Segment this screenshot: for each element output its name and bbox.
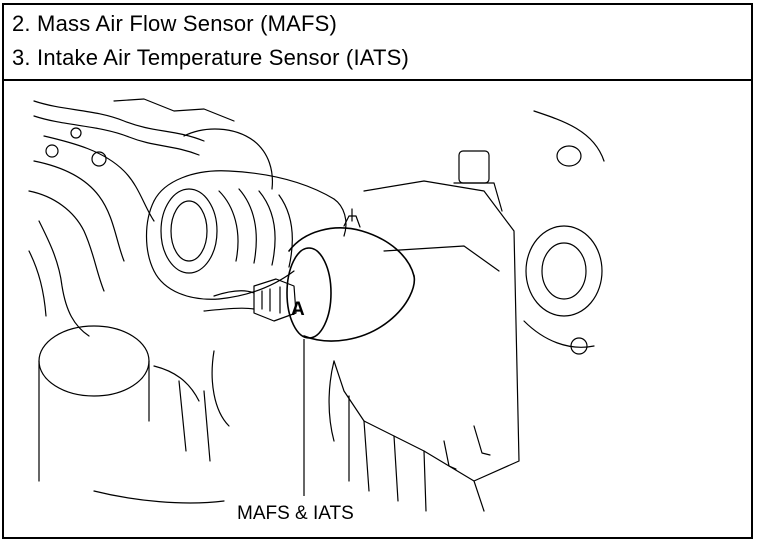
air-cleaner-rib (363, 420, 427, 512)
hose-line (533, 110, 605, 162)
bolt (570, 337, 588, 355)
engine-bay-diagram: A MAFS & IATS (4, 81, 751, 537)
hose-line (28, 250, 47, 317)
sensor-connector (253, 278, 297, 322)
hose-line (43, 135, 155, 222)
fitting (70, 127, 82, 139)
sensor-collar (288, 227, 415, 277)
air-cleaner-box (328, 360, 335, 442)
air-cleaner-clip (473, 425, 491, 456)
hose-line (33, 100, 205, 142)
intake-rib (258, 190, 276, 266)
bracket-line (178, 380, 211, 462)
intake-tube-edge (145, 200, 220, 300)
wire-harness (203, 307, 255, 312)
sensor-collar (303, 275, 416, 342)
reservoir-tank (38, 325, 150, 397)
lower-edge (93, 490, 225, 504)
intake-tube-edge (153, 170, 335, 202)
reservoir-body (453, 182, 503, 212)
hose-line (211, 350, 230, 427)
intake-tube-edge (218, 270, 295, 300)
hose-line (153, 365, 200, 402)
caption-header: 2. Mass Air Flow Sensor (MAFS) 3. Intake… (4, 5, 751, 81)
fitting (556, 145, 582, 167)
hose-line (183, 128, 274, 190)
hose-line (28, 190, 105, 292)
fender-line (523, 320, 595, 348)
strut-mount (525, 225, 603, 317)
caption-line-iats: 3. Intake Air Temperature Sensor (IATS) (12, 45, 410, 70)
figure-frame: 2. Mass Air Flow Sensor (MAFS) 3. Intake… (2, 3, 753, 539)
engine-bay-illustration: A MAFS & IATS (28, 98, 605, 524)
wire-harness (213, 290, 255, 297)
intake-tube-edge (333, 198, 347, 237)
connector-pins (261, 286, 281, 314)
bracket-line (113, 98, 235, 122)
intake-rib (238, 188, 257, 264)
hose-line (38, 220, 90, 337)
reservoir-tank (38, 360, 150, 482)
intake-rib (278, 194, 294, 268)
callout-label: MAFS & IATS (237, 503, 354, 524)
hose-line (33, 160, 125, 262)
caption-line-mafs: 2. Mass Air Flow Sensor (MAFS) (12, 11, 338, 36)
intake-rib (218, 190, 239, 262)
air-cleaner-lid-edge (383, 245, 500, 272)
throttle-bore (170, 200, 208, 262)
reservoir-cap (458, 150, 490, 184)
marker-letter: A (291, 299, 305, 320)
air-cleaner-box (363, 180, 520, 482)
hose-line (33, 115, 200, 156)
air-cleaner-box (333, 360, 485, 512)
sensor-housing (286, 247, 332, 339)
air-cleaner-clip (443, 440, 457, 470)
throttle-body (160, 188, 218, 274)
strut-mount-inner (541, 242, 587, 300)
fitting (45, 144, 59, 158)
fitting (91, 151, 107, 167)
